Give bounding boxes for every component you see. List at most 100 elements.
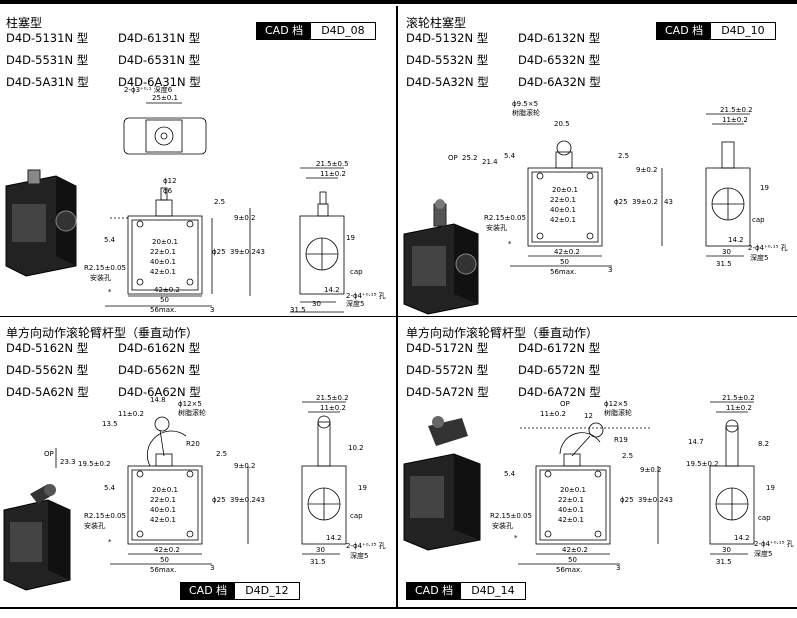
mount-hole-label: 安装孔 [84, 521, 105, 530]
side-11: 11±0.2 [722, 116, 748, 124]
dim-20: 20±0.1 [552, 186, 578, 194]
side-10-2: 10.2 [348, 444, 364, 452]
side-view [709, 401, 755, 555]
side-19: 19 [766, 484, 775, 492]
cad-badge[interactable]: CAD 档 D4D_08 [256, 22, 376, 40]
side-view [301, 401, 347, 555]
cad-badge[interactable]: CAD 档 D4D_12 [180, 582, 300, 600]
dim-43: 43 [664, 198, 673, 206]
panel-title: 单方向动作滚轮臂杆型（垂直动作） [6, 326, 199, 340]
middle-divider [0, 316, 797, 317]
dim-5-4: 5.4 [504, 152, 516, 160]
dim-56: 56max. [550, 268, 576, 276]
side-cap: cap [350, 512, 363, 520]
side-31-5: 31.5 [716, 260, 732, 268]
side-21-5: 21.5±0.2 [722, 394, 755, 402]
dim-42: 42±0.1 [150, 516, 176, 524]
plunger-dia: ϕ12 [163, 177, 177, 185]
plunger-drawing: 2-ϕ3⁺⁰·¹ 深度6 25±0.1 ϕ12 ϕ6 2.5 9±0.2 5.4… [5, 85, 386, 314]
dim-phi25: ϕ25 [620, 496, 634, 504]
cad-code: D4D_10 [711, 23, 775, 39]
dim-40: 40±0.1 [550, 206, 576, 214]
side-11: 11±0.2 [726, 404, 752, 412]
dim-phi25: ϕ25 [212, 248, 226, 256]
side-cap: cap [758, 514, 771, 522]
side-depth: 深度5 [346, 299, 364, 308]
dim-19-5: 19.5±0.2 [686, 460, 719, 468]
dim-20: 20±0.1 [560, 486, 586, 494]
side-cap: cap [350, 268, 363, 276]
side-depth: 深度5 [754, 549, 772, 558]
star-mark: * [108, 538, 112, 546]
model-item: D4D-6A62N 型 [118, 385, 201, 399]
cad-label: CAD 档 [407, 583, 462, 599]
dim-50: 50 [160, 296, 169, 304]
roller-material: 树脂滚轮 [512, 108, 540, 117]
op-label: OP [44, 450, 54, 458]
dim-3: 3 [616, 564, 620, 572]
panel-title: 柱塞型 [6, 16, 43, 30]
side-14-2: 14.2 [734, 534, 750, 542]
roller-material: 树脂滚轮 [604, 408, 632, 417]
bottom-rule [0, 607, 797, 609]
dim-5-4: 5.4 [104, 484, 116, 492]
side-30: 30 [312, 300, 321, 308]
dim-2-5: 2.5 [618, 152, 629, 160]
dim-50: 50 [560, 258, 569, 266]
dim-r215: R2.15±0.05 [490, 512, 532, 520]
side-depth: 深度5 [350, 551, 368, 560]
mount-hole-label: 安装孔 [486, 223, 507, 232]
dim-39: 39±0.2 [632, 198, 658, 206]
model-item: D4D-5132N 型 [406, 31, 489, 45]
dim-r20: R20 [186, 440, 200, 448]
dim-12: 12 [584, 412, 593, 420]
dim-22: 22±0.1 [550, 196, 576, 204]
side-11: 11±0.2 [320, 404, 346, 412]
model-item: D4D-5172N 型 [406, 341, 489, 355]
model-item: D4D-5A32N 型 [406, 75, 489, 89]
side-view [290, 167, 345, 313]
model-item: D4D-5532N 型 [406, 53, 489, 67]
dim-23-3: 23.3 [60, 458, 76, 466]
roller-lever-drawing: 14.8 ϕ12×5 树脂滚轮 11±0.2 13.5 R20 OP 23.3 … [3, 394, 386, 591]
dim-9: 9±0.2 [636, 166, 657, 174]
dim-40: 40±0.1 [150, 506, 176, 514]
model-item: D4D-6131N 型 [118, 31, 201, 45]
model-item: D4D-5531N 型 [6, 53, 89, 67]
side-view [705, 113, 751, 257]
dim-21-4: 21.4 [482, 158, 498, 166]
dim-3: 3 [210, 306, 214, 314]
side-30: 30 [316, 546, 325, 554]
panel-one-way-roller-lever-2: 单方向动作滚轮臂杆型（垂直动作） D4D-5172N 型 D4D-6172N 型… [400, 318, 796, 618]
side-hole: 2-ϕ4⁺⁰·¹⁵ 孔 [346, 542, 386, 550]
cad-code: D4D_08 [311, 23, 375, 39]
mount-hole-label: 安装孔 [90, 273, 111, 282]
side-8-2: 8.2 [758, 440, 769, 448]
roller-plunger-drawing: ϕ9.5×5 树脂滚轮 20.5 OP 25.2 21.4 5.4 2.5 9±… [403, 100, 788, 315]
star-mark: * [514, 534, 518, 542]
dim-r19: R19 [614, 436, 628, 444]
dim-42: 42±0.1 [558, 516, 584, 524]
roller-material: 树脂滚轮 [178, 408, 206, 417]
side-21-5: 21.5±0.2 [720, 106, 753, 114]
side-19: 19 [358, 484, 367, 492]
switch-photo [403, 199, 479, 315]
top-view [123, 102, 207, 155]
model-item: D4D-5A31N 型 [6, 75, 89, 89]
dim-11: 11±0.2 [118, 410, 144, 418]
panel-title: 单方向动作滚轮臂杆型（垂直动作） [406, 326, 599, 340]
center-divider [396, 6, 398, 609]
front-view [510, 140, 663, 267]
cad-badge[interactable]: CAD 档 D4D_14 [406, 582, 526, 600]
side-depth: 深度5 [750, 253, 768, 262]
model-item: D4D-5562N 型 [6, 363, 89, 377]
cad-badge[interactable]: CAD 档 D4D_10 [656, 22, 776, 40]
dim-42b: 42±0.2 [562, 546, 588, 554]
dim-13-5: 13.5 [102, 420, 118, 428]
dim-56: 56max. [556, 566, 582, 574]
side-31-5: 31.5 [310, 558, 326, 566]
dim-14-7: 14.7 [688, 438, 704, 446]
model-item: D4D-5572N 型 [406, 363, 489, 377]
roller-size: ϕ12×5 [604, 400, 628, 408]
front-view [105, 187, 251, 307]
